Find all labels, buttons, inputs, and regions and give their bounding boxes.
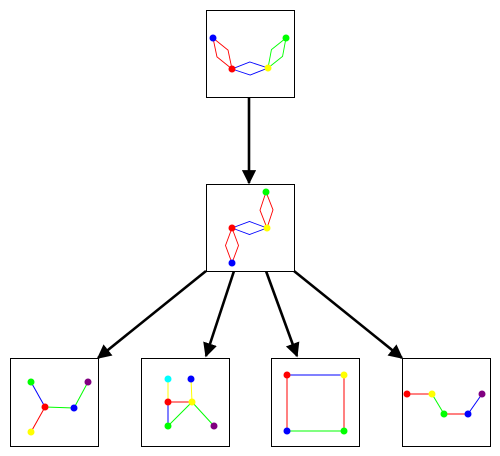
arrow-middle-to-child-1 xyxy=(96,269,207,360)
graph-node-yellow xyxy=(428,390,436,398)
graph-edge xyxy=(30,381,46,408)
graph-node-blue xyxy=(228,259,236,267)
graph-frame xyxy=(206,10,295,98)
graph-edge xyxy=(467,393,483,415)
graph-edge xyxy=(167,401,193,427)
graph-node-yellow xyxy=(340,371,348,379)
arrow-middle-to-child-2 xyxy=(203,270,236,358)
graph-node-purple xyxy=(210,422,218,430)
graph-frame xyxy=(10,358,99,447)
graph-node-green xyxy=(27,378,35,386)
graph-box-child-4 xyxy=(402,358,491,447)
graph-box-middle xyxy=(206,184,295,272)
graph-node-green xyxy=(164,422,172,430)
graph-edge xyxy=(190,378,193,403)
graph-node-blue xyxy=(187,375,195,383)
graph-node-cyan xyxy=(164,375,172,383)
graph-box-child-2 xyxy=(141,358,230,447)
graph-edge xyxy=(44,406,75,409)
graph-node-red xyxy=(228,65,236,73)
graph-node-purple xyxy=(84,378,92,386)
graph-node-red xyxy=(164,398,172,406)
graph-node-green xyxy=(262,188,270,196)
graph-node-green xyxy=(340,427,348,435)
graph-box-root xyxy=(206,10,295,98)
graph-node-purple xyxy=(478,390,486,398)
graph-node-yellow xyxy=(263,224,271,232)
graph-node-yellow xyxy=(188,398,196,406)
graph-edge xyxy=(73,381,89,409)
graph-node-green xyxy=(440,410,448,418)
graph-node-blue xyxy=(209,34,217,42)
arrow-middle-to-child-3 xyxy=(264,270,300,358)
graph-frame xyxy=(402,358,491,447)
graph-node-green xyxy=(282,34,290,42)
graph-node-blue xyxy=(70,404,78,412)
graph-node-red xyxy=(403,390,411,398)
graph-node-red xyxy=(228,224,236,232)
graph-node-yellow xyxy=(264,64,272,72)
graph-edge xyxy=(431,393,445,415)
graph-box-child-1 xyxy=(10,358,99,447)
arrow-middle-to-child-4 xyxy=(293,269,404,360)
graph-edge xyxy=(30,406,46,433)
boxes-layer xyxy=(10,10,491,447)
graph-node-blue xyxy=(283,427,291,435)
graph-node-yellow xyxy=(27,428,35,436)
graph-node-red xyxy=(283,371,291,379)
arrows-layer xyxy=(96,97,404,360)
graph-node-blue xyxy=(464,410,472,418)
graph-node-red xyxy=(41,403,49,411)
graph-box-child-3 xyxy=(271,358,360,447)
graph-frame xyxy=(206,184,295,272)
graph-edge xyxy=(191,401,215,427)
